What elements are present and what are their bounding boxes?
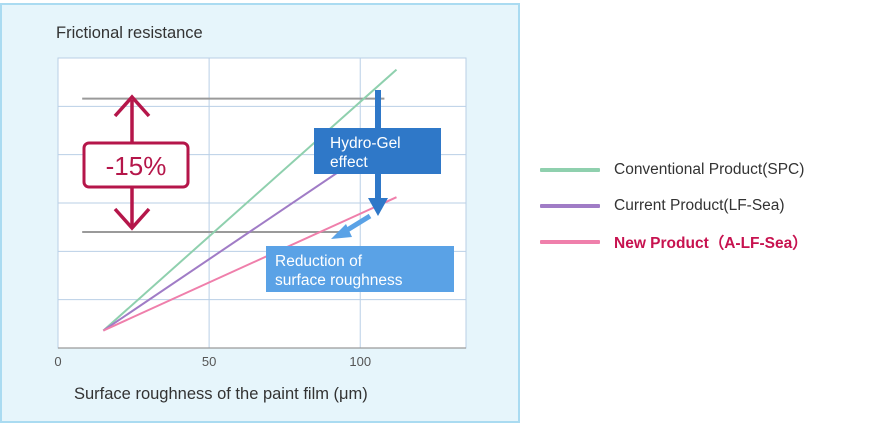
series-line-1 (102, 144, 379, 332)
series-line-2 (102, 196, 397, 332)
hydro-gel-annotation: Hydro-Gel effect (314, 90, 441, 216)
legend-item-1: Current Product(LF-Sea) (540, 188, 880, 224)
x-tick-label: 50 (202, 354, 216, 369)
reduction-arrow-down-head (113, 207, 151, 231)
legend-swatch (540, 240, 600, 244)
y-axis-label: Frictional resistance (56, 24, 203, 42)
hydro-gel-arrow-head (368, 198, 388, 216)
hydro-gel-label-line-2: effect (330, 154, 368, 171)
legend-swatch (540, 168, 600, 172)
series-line-0 (102, 68, 398, 332)
legend-item-2: New Product（A-LF-Sea） (540, 224, 880, 260)
legend-label: Current Product(LF-Sea) (614, 197, 785, 214)
legend-label: New Product（A-LF-Sea） (614, 235, 808, 252)
chart-panel: Frictional resistance 0 50 100 Surface rou… (0, 3, 520, 423)
x-tick-label: 0 (54, 354, 61, 369)
reduction-label-box (82, 141, 190, 189)
roughness-label-line-2: surface roughness (275, 272, 403, 289)
hydro-gel-label-line-1: Hydro-Gel (330, 135, 401, 152)
x-tick-label: 100 (349, 354, 371, 369)
reduction-arrow-up-head (113, 94, 151, 118)
roughness-label-line-1: Reduction of (275, 253, 363, 270)
legend-label: Conventional Product(SPC) (614, 161, 805, 178)
reduction-label: -15% (106, 151, 167, 181)
series-lines (102, 68, 398, 332)
hydro-gel-label-box (314, 128, 441, 174)
roughness-label-box (266, 246, 454, 292)
reduction-annotation: -15% (82, 94, 190, 231)
legend-swatch (540, 204, 600, 208)
roughness-arrow-head (331, 224, 352, 239)
x-axis-label: Surface roughness of the paint film (μm) (74, 385, 368, 403)
chart-legend: Conventional Product(SPC) Current Product… (540, 152, 880, 260)
legend-item-0: Conventional Product(SPC) (540, 152, 880, 188)
x-tick-labels: 0 50 100 (54, 354, 371, 369)
roughness-annotation: Reduction of surface roughness (266, 213, 454, 292)
